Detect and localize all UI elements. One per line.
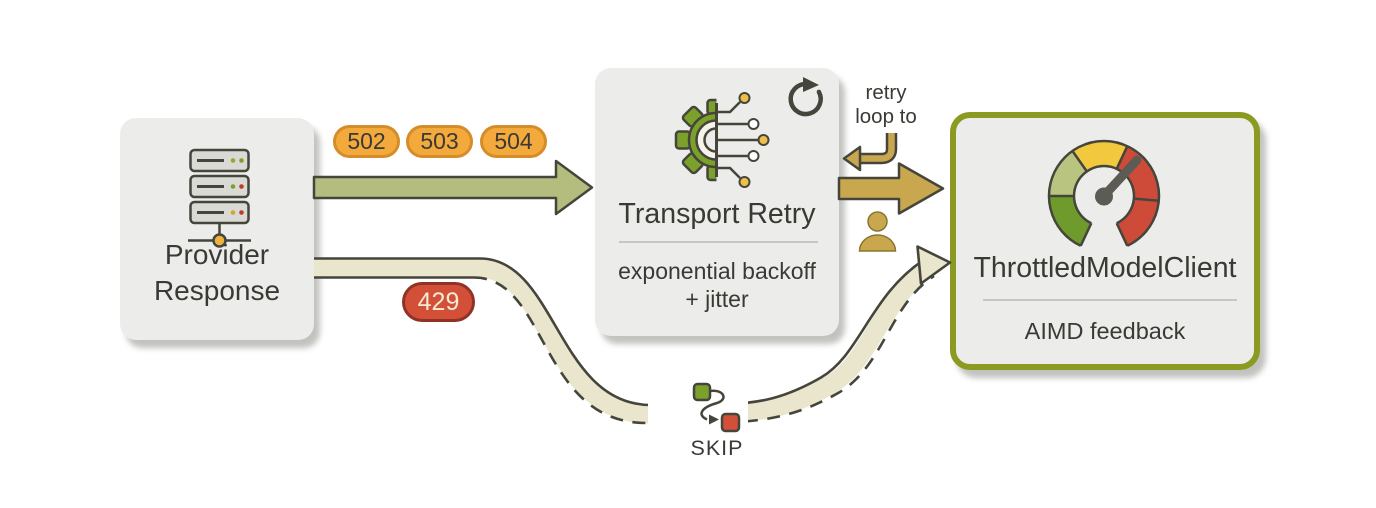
transport-retry-divider bbox=[619, 241, 818, 243]
retry-loop-line2: loop to bbox=[855, 104, 917, 128]
provider-title-line2: Response bbox=[153, 275, 281, 306]
skip-icon-mask bbox=[648, 372, 748, 432]
skip-label: SKIP bbox=[690, 436, 744, 460]
transport-subtitle-line1: exponential backoff bbox=[618, 258, 816, 284]
throttled-model-client-divider bbox=[983, 299, 1237, 301]
status-badge-504: 504 bbox=[480, 125, 547, 158]
provider-response-title: Provider Response bbox=[120, 237, 314, 309]
person-icon bbox=[858, 211, 897, 252]
status-badge-503: 503 bbox=[406, 125, 473, 158]
transport-retry-subtitle: exponential backoff + jitter bbox=[595, 258, 839, 313]
return-arrow-icon bbox=[842, 133, 898, 172]
transport-subtitle-line2: + jitter bbox=[685, 285, 749, 312]
transport-to-client-arrow bbox=[837, 162, 945, 215]
skip-flow-icon bbox=[692, 382, 741, 433]
throttled-model-client-node bbox=[950, 112, 1260, 370]
skip-path-arrowhead bbox=[916, 245, 952, 285]
retry-loop-line1: retry bbox=[865, 81, 907, 104]
retryable-errors-arrow bbox=[312, 159, 594, 216]
status-badge-502: 502 bbox=[333, 125, 400, 158]
throttled-model-client-title: ThrottledModelClient bbox=[973, 252, 1237, 284]
throttled-model-client-subtitle: AIMD feedback bbox=[1024, 318, 1186, 344]
provider-title-line1: Provider bbox=[164, 239, 270, 270]
status-badge-429: 429 bbox=[402, 282, 475, 322]
retry-loop-label: retry loop to bbox=[844, 81, 928, 128]
transport-retry-title: Transport Retry bbox=[618, 198, 816, 230]
